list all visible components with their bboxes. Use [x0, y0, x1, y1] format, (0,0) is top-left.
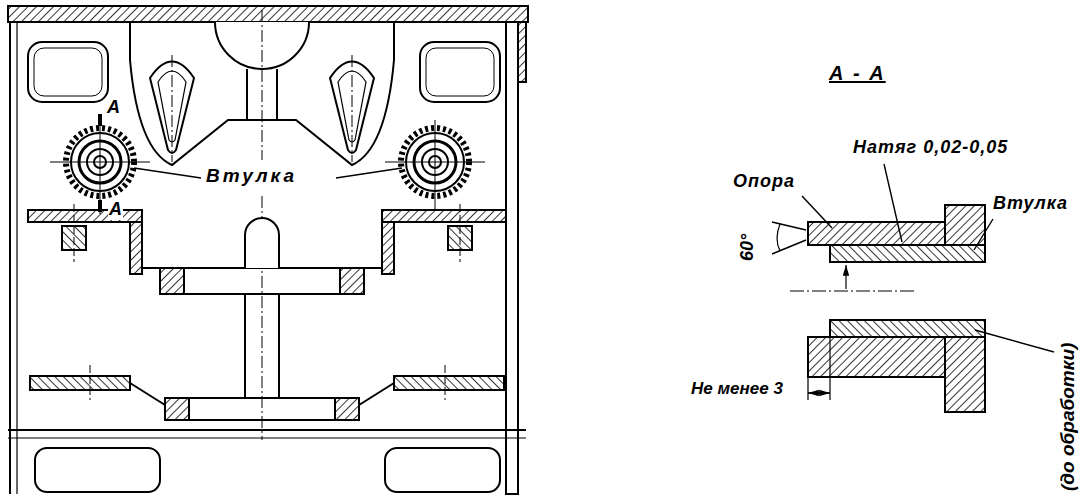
plate — [160, 268, 364, 294]
support — [808, 337, 945, 377]
leader-line — [134, 168, 201, 178]
support — [808, 336, 830, 338]
housing-wall — [518, 22, 526, 82]
frame-wall — [364, 267, 382, 269]
window — [35, 448, 160, 492]
bolt-axis — [460, 204, 461, 262]
dimension-line — [808, 392, 830, 393]
chamfer-line — [772, 222, 806, 230]
bushing-symbol — [385, 120, 485, 210]
drawing-label: Втулка — [992, 194, 1069, 214]
window — [34, 48, 102, 96]
bushing — [830, 245, 985, 262]
frame-wall — [382, 210, 506, 222]
leader-line — [336, 168, 402, 178]
plate — [165, 398, 359, 420]
housing-wall — [506, 22, 518, 494]
leader-line — [974, 219, 993, 250]
drawing-label: Натяг 0,02-0,05 — [852, 138, 1009, 158]
housing-wall — [16, 22, 17, 494]
frame-wall — [28, 210, 142, 222]
flange — [30, 376, 130, 390]
bolt-axis — [90, 365, 91, 400]
drawing-label: Втулка — [205, 166, 298, 187]
dimension-line — [808, 392, 830, 393]
drawing-label: 60° — [738, 233, 758, 262]
post — [278, 294, 280, 398]
bolt-axis — [74, 204, 75, 262]
plate — [165, 398, 189, 420]
bushing — [830, 320, 985, 337]
wall — [945, 205, 985, 245]
leader-line — [884, 164, 902, 242]
window — [28, 42, 108, 102]
dimension-line — [845, 265, 846, 289]
support — [808, 244, 830, 246]
flange — [359, 383, 394, 405]
drawing-label: А - А — [828, 62, 887, 84]
window — [385, 448, 500, 492]
frame-wall — [382, 222, 394, 274]
plate — [160, 268, 184, 294]
drawing-label: А — [106, 98, 121, 118]
drawing-label: Не менее 3 — [690, 380, 784, 399]
housing-rib — [8, 429, 526, 431]
plate — [335, 398, 359, 420]
frame-wall — [130, 222, 142, 274]
post — [244, 294, 246, 398]
housing-rib — [8, 437, 526, 438]
leader-line — [802, 196, 832, 228]
main-view — [8, 6, 528, 494]
window — [426, 48, 494, 96]
center-line — [790, 291, 915, 292]
section-mark — [98, 114, 102, 126]
extension-line — [829, 337, 830, 400]
bushing-symbol — [50, 124, 150, 214]
frame-wall — [142, 267, 160, 269]
wall — [945, 337, 985, 412]
flange — [394, 376, 504, 390]
support — [808, 222, 945, 245]
plate — [340, 268, 364, 294]
drawing-label: (до обработки) — [1058, 342, 1079, 492]
drawing-label: А — [108, 200, 123, 220]
angle-arc — [777, 224, 780, 251]
housing-wall — [9, 22, 11, 494]
post — [245, 218, 279, 268]
drawing-label: Опора — [732, 172, 796, 192]
top-plate — [8, 6, 528, 22]
extension-line — [807, 377, 808, 400]
bolt-axis — [445, 365, 446, 400]
window — [420, 42, 500, 102]
casting-slot — [276, 69, 278, 120]
casting-slot — [246, 69, 248, 120]
flange — [130, 383, 165, 405]
center-lines — [172, 10, 352, 440]
leader-line — [975, 330, 1054, 352]
